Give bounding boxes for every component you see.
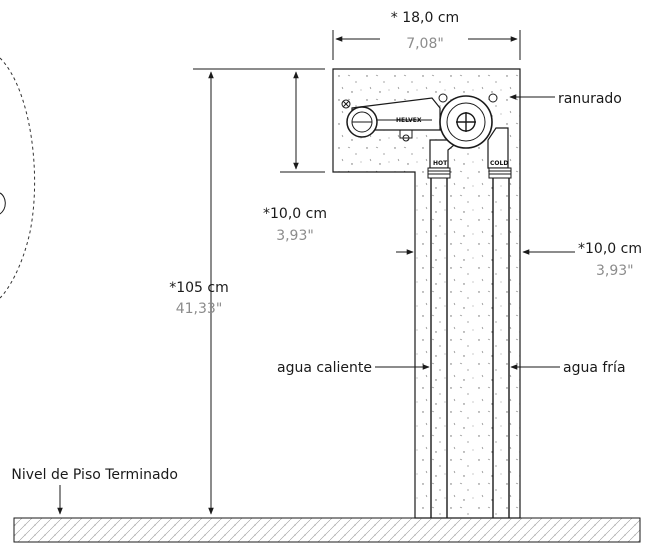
hot-water-pipe (430, 176, 448, 518)
width-inch: 7,08" (406, 36, 444, 52)
pipe-spacing-dimension: *10,0 cm 3,93" (396, 241, 642, 279)
floor-callout: Nivel de Piso Terminado (11, 467, 178, 515)
width-cm: * 18,0 cm (391, 10, 459, 26)
height-cm: *105 cm (169, 280, 229, 296)
height-inch: 41,33" (176, 301, 223, 317)
detail-arc (0, 57, 36, 299)
faucet-valve: HELVEX HOT COLD (341, 93, 512, 179)
depth-inch: 3,93" (276, 228, 314, 244)
height-dimension: *105 cm 41,33" (169, 68, 325, 515)
hot-water-callout: agua caliente (277, 360, 430, 376)
hot-water-label: agua caliente (277, 360, 372, 376)
groove-label: ranurado (558, 91, 622, 107)
hot-mark: HOT (433, 160, 448, 167)
width-dimension: * 18,0 cm 7,08" (332, 10, 521, 60)
floor-label: Nivel de Piso Terminado (11, 467, 178, 483)
pipe-spacing-cm: *10,0 cm (578, 241, 642, 257)
cold-mark: COLD (490, 160, 508, 167)
cold-water-label: agua fría (563, 360, 626, 376)
cold-water-callout: agua fría (510, 360, 626, 376)
cold-water-pipe (492, 176, 510, 518)
depth-cm: *10,0 cm (263, 206, 327, 222)
brand-mark: HELVEX (396, 117, 422, 124)
pipe-spacing-inch: 3,93" (596, 263, 634, 279)
groove-callout: ranurado (509, 91, 622, 107)
depth-dimension: *10,0 cm 3,93" (263, 71, 327, 244)
floor-slab (13, 517, 641, 543)
